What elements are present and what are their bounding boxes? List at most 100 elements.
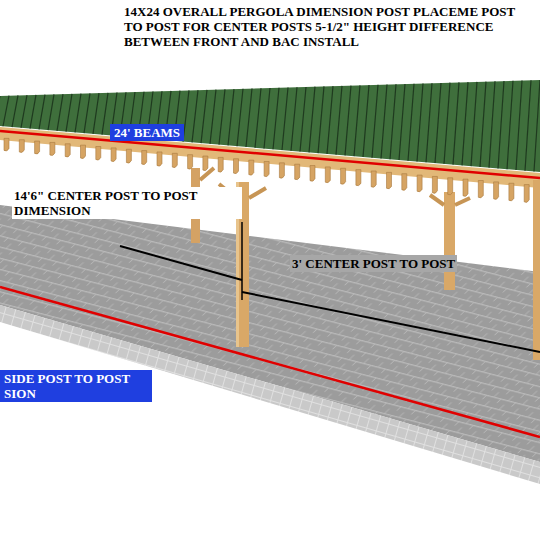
rafter-tail	[35, 141, 40, 154]
rafter-tail	[509, 183, 514, 201]
slat	[363, 85, 369, 157]
rafter-tail	[203, 156, 208, 171]
back-post	[444, 192, 455, 290]
center-dimension-line	[242, 292, 540, 352]
front-beam	[0, 127, 540, 188]
slat	[12, 95, 18, 127]
slat	[516, 81, 522, 170]
slat	[390, 84, 396, 159]
slat	[372, 85, 378, 158]
slat	[381, 85, 387, 159]
slat	[93, 93, 99, 134]
rafter-tail	[371, 171, 376, 187]
rafter-tail	[402, 174, 407, 191]
slat	[435, 83, 441, 163]
rafter-tail	[65, 144, 70, 157]
rafter-tail	[325, 167, 330, 183]
slat	[399, 84, 405, 160]
slat	[354, 85, 360, 156]
slat	[48, 94, 54, 130]
slat	[534, 80, 540, 171]
slat	[192, 90, 198, 142]
rafter-tail	[279, 163, 284, 178]
label-text: SIDE POST TO POST SION	[4, 371, 148, 401]
slat	[255, 88, 261, 147]
rafter-tail	[4, 138, 9, 151]
label-box: SIDE POST TO POST SION	[0, 370, 152, 402]
slat	[39, 95, 45, 130]
rafter-tail	[463, 179, 468, 196]
rafter-tail	[310, 166, 315, 182]
slat	[228, 89, 234, 145]
slat	[219, 89, 225, 144]
slat	[444, 83, 450, 164]
rafter-tail	[218, 157, 223, 172]
rafter-tail	[249, 160, 254, 175]
slat	[471, 82, 477, 166]
slat	[273, 88, 279, 150]
paver-border	[0, 305, 540, 484]
slat	[336, 86, 342, 155]
side-dimension-line	[0, 287, 540, 437]
slat	[75, 94, 81, 133]
slat	[417, 83, 423, 161]
label-box: 24' BEAMS	[110, 124, 184, 141]
rafter-tail	[157, 152, 162, 166]
edge-post	[533, 180, 540, 360]
slat	[327, 86, 333, 154]
rafter-tail	[387, 172, 392, 189]
slat	[291, 87, 297, 151]
rafter-tail	[432, 176, 437, 193]
slat	[30, 95, 36, 129]
rafter-tail	[172, 153, 177, 167]
slat	[318, 86, 324, 153]
rafter-tail	[341, 168, 346, 184]
rafter-tail	[81, 145, 86, 158]
rafter-tail	[96, 147, 101, 161]
slat	[408, 84, 414, 161]
rafter-tail	[295, 164, 300, 180]
rafter-tail	[126, 149, 131, 163]
slat	[237, 89, 243, 146]
rafter-tail	[448, 178, 453, 195]
slat	[246, 89, 252, 147]
slat	[264, 88, 270, 148]
slat	[345, 86, 351, 156]
rafter-tail	[234, 159, 239, 174]
slat	[201, 90, 207, 143]
slat	[84, 93, 90, 133]
slat	[210, 90, 216, 144]
slat	[498, 81, 504, 168]
rafter-tail	[111, 148, 116, 162]
rafter-tail	[19, 140, 24, 153]
title: 14X24 OVERALL PERGOLA DIMENSION POST PLA…	[124, 4, 536, 49]
rafter-tail	[494, 182, 499, 200]
slat	[489, 81, 495, 167]
slat	[309, 87, 315, 153]
rafter-tail	[356, 170, 361, 186]
slat	[21, 95, 27, 128]
rafter-tail	[142, 151, 147, 165]
slat	[453, 82, 459, 164]
slat	[507, 81, 513, 169]
slat	[426, 83, 432, 162]
post-dimension-mark	[241, 222, 243, 300]
dimension-label: 14'6" CENTER POST TO POST DIMENSION	[12, 187, 242, 219]
rafter-tail	[188, 155, 193, 170]
rafter-tail	[50, 142, 55, 155]
beam-line	[0, 131, 540, 178]
slat	[480, 82, 486, 167]
slat	[102, 93, 108, 135]
rafter-tail	[417, 175, 422, 192]
center-dimension-line	[120, 246, 242, 280]
rafter-tail	[478, 181, 483, 198]
slat	[462, 82, 468, 165]
label-text: 24' BEAMS	[114, 125, 180, 140]
dimension-label: 3' CENTER POST TO POST	[290, 255, 457, 272]
slat	[300, 87, 306, 152]
slat	[3, 96, 9, 127]
slat	[525, 80, 531, 170]
slat	[282, 87, 288, 150]
rafter-tail	[524, 185, 529, 203]
